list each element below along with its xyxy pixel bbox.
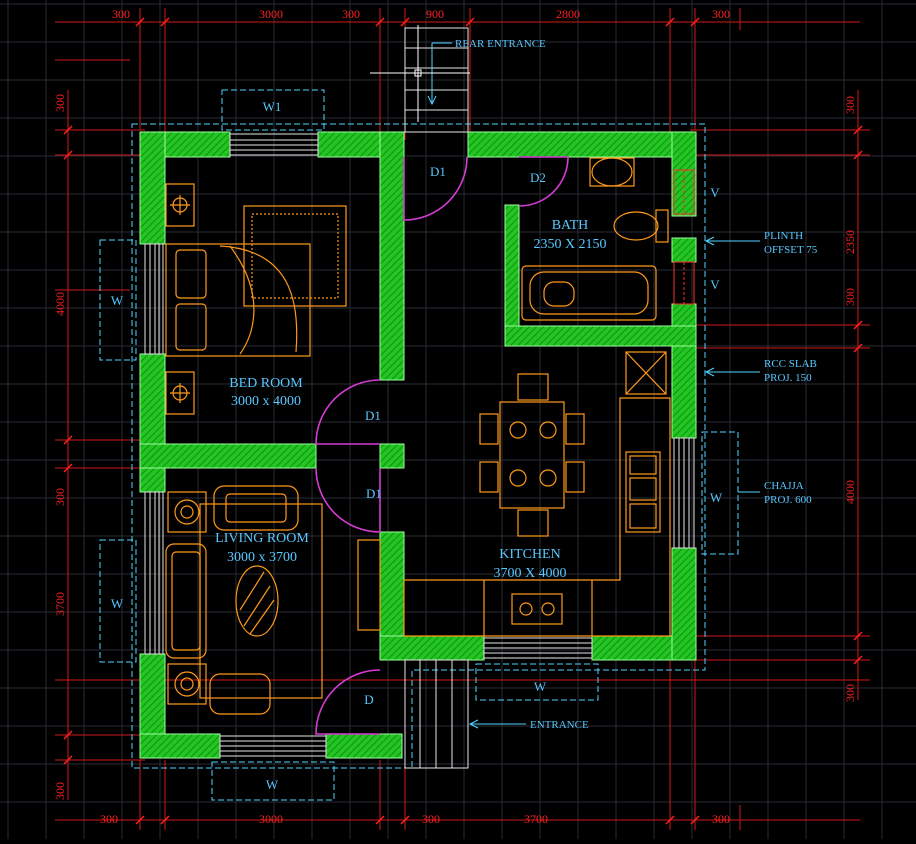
toilet-tank <box>655 209 669 243</box>
kitchen-size: 3700 X 4000 <box>493 566 566 581</box>
living-rug <box>199 503 323 699</box>
dim-left-1: 300 <box>53 94 67 112</box>
dimension-labels-right: 300 2350 300 4000 300 <box>843 96 857 702</box>
dim-left-5: 300 <box>53 782 67 800</box>
kitchen-window-tag: W <box>710 490 723 505</box>
dim-right-2: 2350 <box>843 230 857 254</box>
dimension-labels-left: 300 4000 300 3700 300 <box>53 94 67 800</box>
window-w1-tag: W1 <box>263 99 282 114</box>
bedroom-size: 3000 x 4000 <box>231 394 301 409</box>
dim-top-6: 300 <box>712 7 730 21</box>
front-steps <box>404 659 469 769</box>
door-living-tag: D1 <box>366 486 382 501</box>
ventilators <box>673 169 695 305</box>
door-rear-tag: D1 <box>430 164 446 179</box>
bed <box>165 243 311 357</box>
dimension-ticks <box>63 17 863 825</box>
door-bath-swing <box>518 156 569 207</box>
ventilator-tag-2: V <box>710 277 720 292</box>
dim-right-4: 4000 <box>843 480 857 504</box>
bedroom-name: BED ROOM <box>229 376 303 391</box>
dim-top-1: 300 <box>112 7 130 21</box>
kitchen-sink <box>625 451 661 533</box>
dim-bottom-2: 3000 <box>259 812 283 826</box>
kitchen-bottom-window-tag: W <box>534 679 547 694</box>
entrance-note: ENTRANCE <box>530 719 589 731</box>
stove <box>511 593 563 625</box>
dim-right-1: 300 <box>843 96 857 114</box>
living-room-name: LIVING ROOM <box>215 531 309 546</box>
rcc-note-line2: PROJ. 150 <box>764 372 812 384</box>
door-rear-swing <box>403 156 468 221</box>
rcc-note-line1: RCC SLAB <box>764 358 817 370</box>
door-living-swing <box>315 467 381 533</box>
door-main-swing <box>315 669 381 735</box>
bath-size: 2350 X 2150 <box>533 237 606 252</box>
bottom-window-tag: W <box>266 777 279 792</box>
armchair <box>213 485 299 531</box>
dimension-lines <box>55 8 870 830</box>
dimension-labels-top: 300 3000 300 900 2800 300 <box>112 7 730 21</box>
dimension-labels-bottom: 300 3000 300 3700 300 <box>100 812 730 826</box>
window-frames <box>144 133 695 757</box>
leader-lines <box>370 25 760 729</box>
armchair <box>209 673 271 715</box>
furniture <box>165 157 671 715</box>
bedroom-window-tag: W <box>111 293 124 308</box>
door-main-tag: D <box>364 692 373 707</box>
rug <box>243 205 347 307</box>
plinth-offset-outline <box>131 123 706 769</box>
chajja-note-line1: CHAJJA <box>764 480 804 492</box>
dim-top-2: 3000 <box>259 7 283 21</box>
dim-left-2: 4000 <box>53 292 67 316</box>
kitchen-counter <box>403 397 671 637</box>
coffee-table <box>235 565 279 637</box>
dim-top-5: 2800 <box>556 7 580 21</box>
chajja-projections <box>99 89 739 801</box>
refrigerator <box>625 351 667 395</box>
side-table <box>167 663 207 705</box>
bedside-table <box>165 183 195 227</box>
side-table <box>167 491 207 533</box>
doors <box>315 156 569 735</box>
living-room-size: 3000 x 3700 <box>227 550 297 565</box>
tv-unit <box>357 539 381 631</box>
dim-bottom-5: 300 <box>712 812 730 826</box>
door-bedroom-tag: D1 <box>365 408 381 423</box>
plinth-note-line2: OFFSET 75 <box>764 244 818 256</box>
notes: REAR ENTRANCE ENTRANCE PLINTH OFFSET 75 … <box>455 38 818 731</box>
dim-bottom-4: 3700 <box>524 812 548 826</box>
dim-top-3: 300 <box>342 7 360 21</box>
dim-top-4: 900 <box>426 7 444 21</box>
bath-name: BATH <box>552 218 589 233</box>
bathtub <box>521 265 657 321</box>
kitchen-name: KITCHEN <box>499 547 560 562</box>
room-labels: BED ROOM 3000 x 4000 LIVING ROOM 3000 x … <box>215 218 606 581</box>
dim-left-3: 300 <box>53 488 67 506</box>
sofa <box>165 543 207 659</box>
rear-entrance-note: REAR ENTRANCE <box>455 38 546 50</box>
toilet-seat <box>613 211 659 241</box>
door-bedroom-swing <box>315 379 381 445</box>
door-bath-tag: D2 <box>530 170 546 185</box>
dim-right-5: 300 <box>843 684 857 702</box>
wash-basin <box>591 157 633 187</box>
rear-steps <box>404 27 469 133</box>
walls <box>139 131 697 759</box>
opening-tags: W1 W W W W W V V D1 D2 D1 D1 D <box>111 99 723 792</box>
bedside-table <box>165 371 195 415</box>
dining-table <box>499 401 565 509</box>
chajja-note-line2: PROJ. 600 <box>764 494 812 506</box>
dim-bottom-1: 300 <box>100 812 118 826</box>
plinth-note-line1: PLINTH <box>764 230 803 242</box>
dim-left-4: 3700 <box>53 592 67 616</box>
dim-bottom-3: 300 <box>422 812 440 826</box>
ventilator-tag-1: V <box>710 185 720 200</box>
living-window-tag: W <box>111 596 124 611</box>
dim-right-3: 300 <box>843 288 857 306</box>
